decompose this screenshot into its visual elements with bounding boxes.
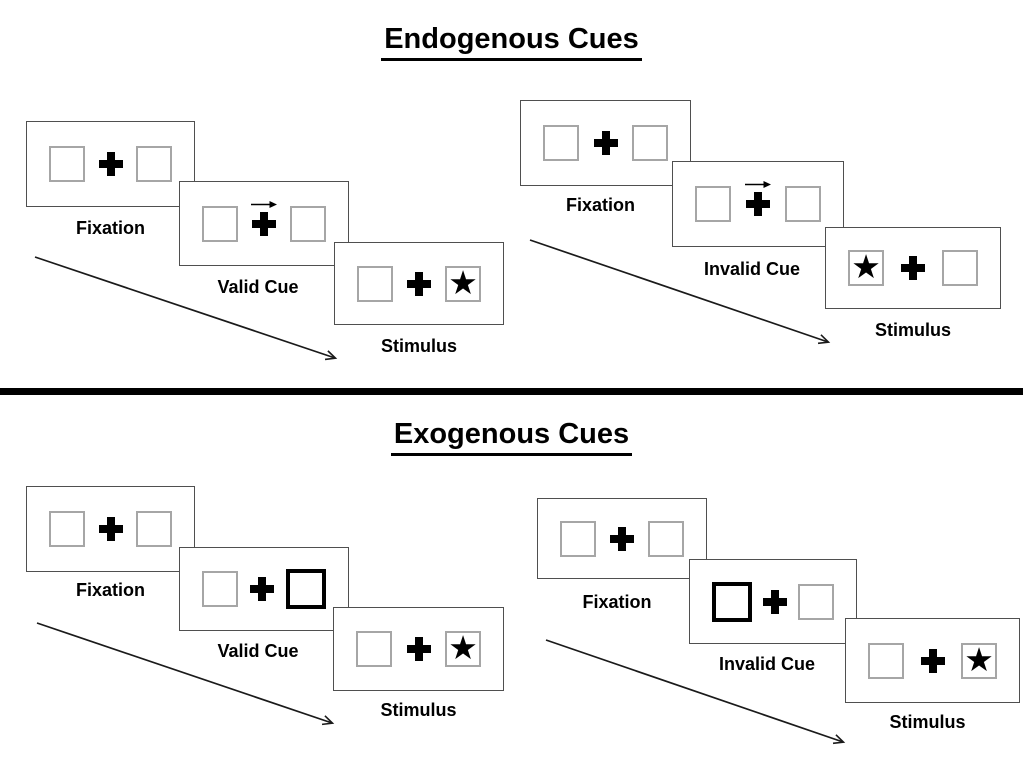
fixation-cross-icon: [98, 517, 123, 541]
frame-exogenous-invalid-cue: [689, 559, 857, 644]
frame-label-valid-cue: Valid Cue: [217, 641, 299, 661]
cue-arrow-icon: [745, 181, 771, 188]
right-box: [632, 125, 668, 161]
frame-endogenous-valid-fixation: [26, 121, 195, 207]
frame-label-stimulus: Stimulus: [380, 336, 457, 356]
frame-endogenous-valid-cue: [179, 181, 349, 266]
fixation-cross-icon: [407, 271, 431, 296]
fixation-cross-icon: [763, 589, 787, 614]
frame-label-fixation: Fixation: [75, 218, 145, 238]
sequence-arrow-exogenous-valid: [36, 622, 335, 726]
frame-label-stimulus: Stimulus: [874, 320, 951, 340]
cue-arrow-icon: [251, 200, 277, 208]
fixation-cross-icon: [593, 131, 618, 155]
sequence-arrow-endogenous-valid: [34, 256, 338, 361]
frame-endogenous-invalid-stimulus: ★: [825, 227, 1001, 309]
right-box: [290, 205, 326, 242]
right-box-star: ★: [445, 631, 481, 667]
frame-label-fixation: Fixation: [565, 195, 635, 215]
right-box: [648, 520, 684, 557]
right-box-star: ★: [445, 263, 481, 302]
frame-exogenous-valid-fixation: [26, 486, 195, 572]
fixation-cross-icon: [406, 637, 431, 661]
right-box: [785, 186, 821, 222]
section-title-endogenous: Endogenous Cues: [0, 22, 1023, 61]
section-title-exogenous-text: Exogenous Cues: [390, 417, 633, 456]
left-box: [356, 631, 392, 667]
frame-endogenous-invalid-fixation: [520, 100, 691, 186]
frame-label-valid-cue: Valid Cue: [217, 277, 299, 297]
section-divider: [0, 388, 1023, 395]
left-box-highlighted-cue: [712, 581, 752, 622]
fixation-cross-icon: [610, 526, 634, 551]
section-title-exogenous: Exogenous Cues: [0, 417, 1023, 456]
right-box: [136, 511, 172, 547]
left-box: [202, 205, 238, 242]
right-box-star: ★: [961, 640, 997, 679]
right-box: [136, 146, 172, 182]
section-title-endogenous-text: Endogenous Cues: [381, 22, 642, 61]
frame-exogenous-invalid-fixation: [537, 498, 707, 579]
right-box: [942, 250, 978, 286]
right-box: [798, 583, 834, 620]
frame-label-invalid-cue: Invalid Cue: [703, 259, 801, 279]
fixation-cross-icon: [251, 200, 277, 236]
left-box: [695, 186, 731, 222]
left-box: [202, 571, 238, 607]
left-box: [49, 146, 85, 182]
left-box: [868, 642, 904, 679]
fixation-cross-icon: [745, 181, 771, 216]
frame-exogenous-invalid-stimulus: ★: [845, 618, 1020, 703]
frame-label-fixation: Fixation: [582, 592, 652, 612]
left-box: [543, 125, 579, 161]
star-icon: ★: [964, 640, 994, 678]
fixation-cross-icon: [901, 256, 925, 280]
star-icon: ★: [448, 263, 478, 301]
frame-label-fixation: Fixation: [75, 580, 145, 600]
left-box: [49, 511, 85, 547]
frame-endogenous-invalid-cue: [672, 161, 844, 247]
star-icon: ★: [851, 248, 881, 285]
frame-label-stimulus: Stimulus: [889, 712, 966, 732]
right-box-highlighted-cue: [286, 569, 326, 609]
left-box: [560, 520, 596, 557]
fixation-cross-icon: [250, 577, 274, 601]
frame-label-invalid-cue: Invalid Cue: [718, 654, 816, 674]
fixation-cross-icon: [920, 648, 945, 673]
left-box-star: ★: [848, 250, 884, 286]
left-box: [357, 265, 393, 302]
star-icon: ★: [448, 629, 478, 666]
fixation-cross-icon: [98, 152, 123, 176]
frame-exogenous-valid-cue: [179, 547, 349, 631]
sequence-arrow-endogenous-invalid: [529, 239, 831, 345]
frame-exogenous-valid-stimulus: ★: [333, 607, 504, 691]
frame-label-stimulus: Stimulus: [380, 700, 457, 720]
frame-endogenous-valid-stimulus: ★: [334, 242, 504, 325]
